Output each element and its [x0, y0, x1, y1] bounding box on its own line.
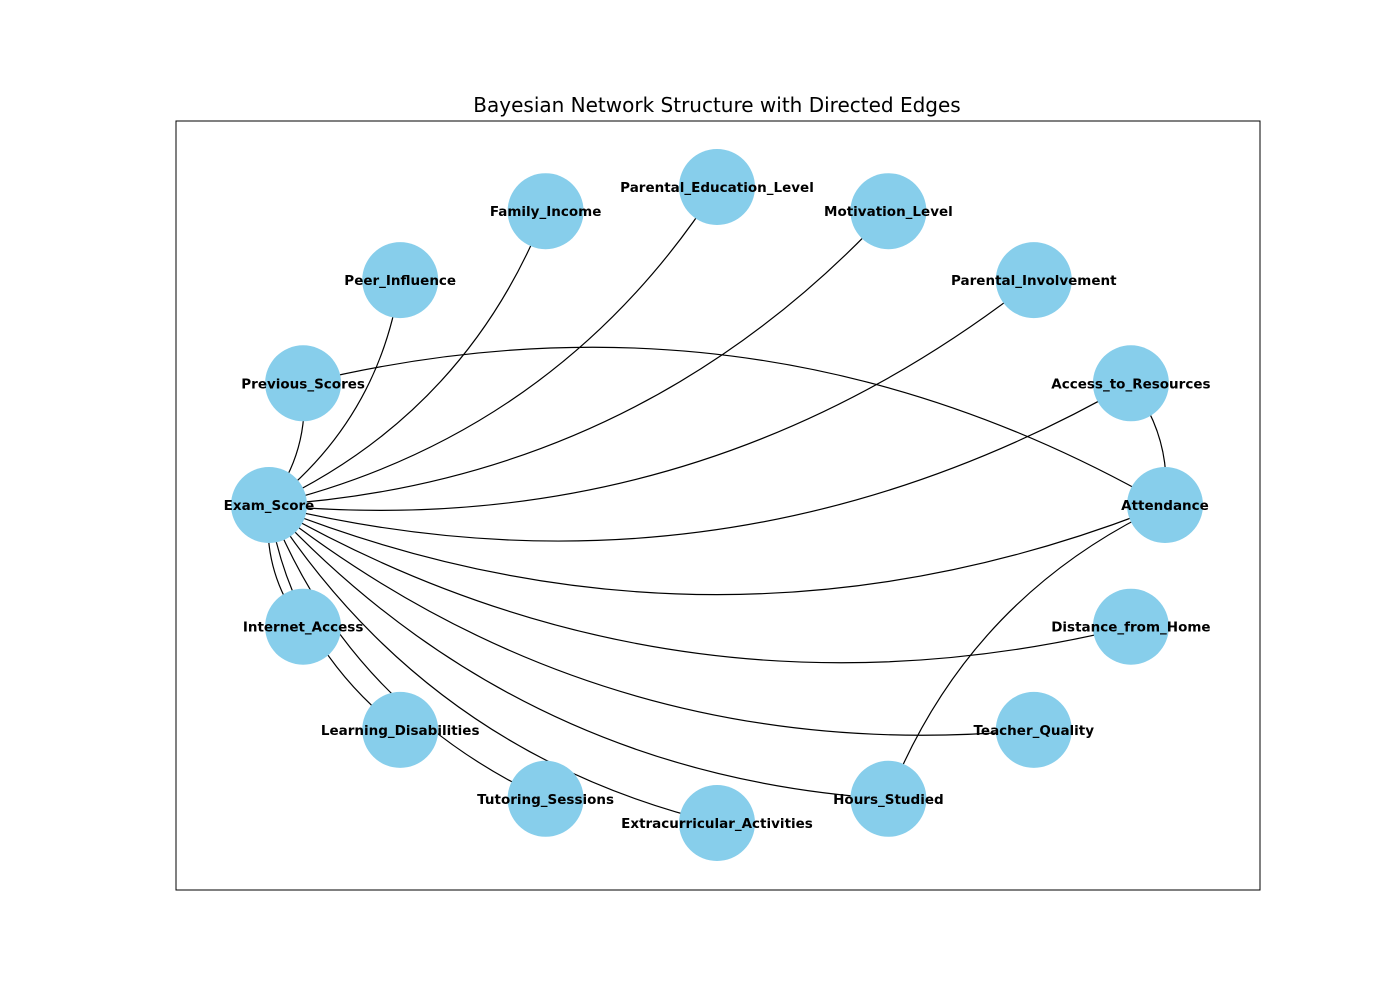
edge-family-income-to-exam-score: [268, 210, 547, 506]
plot-frame: [175, 120, 1261, 891]
node-teacher-quality: [995, 691, 1072, 768]
node-extracurricular-activities: [679, 785, 755, 861]
node-family-income: [507, 173, 584, 250]
figure-title: Bayesian Network Structure with Directed…: [473, 93, 960, 117]
edge-distance-from-home-to-exam-score: [268, 504, 1132, 664]
node-label-distance-from-home: Distance_from_Home: [1051, 620, 1210, 636]
node-label-parental-involvement: Parental_Involvement: [951, 273, 1117, 289]
edge-parental-involvement-to-exam-score: [268, 279, 1035, 511]
node-attendance: [1127, 467, 1203, 543]
edge-teacher-quality-to-exam-score: [268, 504, 1034, 736]
node-label-tutoring-sessions: Tutoring_Sessions: [477, 792, 614, 808]
node-label-extracurricular-activities: Extracurricular_Activities: [621, 816, 813, 832]
labels-layer: Exam_Score Previous_Scores Peer_Influence F…: [224, 180, 1211, 832]
node-label-teacher-quality: Teacher_Quality: [974, 723, 1095, 739]
edge-access-to-resources-to-exam-score: [268, 382, 1132, 542]
node-label-hours-studied: Hours_Studied: [833, 792, 944, 808]
node-label-attendance: Attendance: [1121, 498, 1209, 514]
edge-motivation-level-to-exam-score: [268, 210, 889, 506]
node-label-peer-influence: Peer_Influence: [344, 273, 456, 289]
node-learning-disabilities: [362, 691, 439, 768]
node-label-learning-disabilities: Learning_Disabilities: [321, 723, 480, 739]
node-parental-education-level: [679, 149, 755, 225]
nodes-layer: [231, 149, 1203, 861]
node-label-previous-scores: Previous_Scores: [241, 376, 365, 392]
node-motivation-level: [850, 173, 927, 250]
node-label-family-income: Family_Income: [490, 204, 602, 220]
node-tutoring-sessions: [507, 760, 584, 837]
node-peer-influence: [362, 242, 439, 319]
edge-parental-education-level-to-exam-score: [268, 186, 718, 506]
node-internet-access: [265, 588, 342, 665]
edge-tutoring-sessions-to-exam-score: [268, 504, 546, 800]
node-access-to-resources: [1092, 345, 1169, 422]
node-distance-from-home: [1092, 588, 1169, 665]
node-parental-involvement: [995, 242, 1072, 319]
edge-previous-scores-to-attendance: [302, 346, 1166, 506]
node-label-exam-score: Exam_Score: [224, 498, 315, 514]
node-label-internet-access: Internet_Access: [243, 620, 364, 636]
node-previous-scores: [265, 345, 342, 422]
node-exam-score: [231, 467, 307, 543]
edge-hours-studied-to-exam-score: [268, 504, 889, 800]
node-label-parental-education-level: Parental_Education_Level: [620, 180, 814, 196]
edge-hours-studied-to-attendance: [887, 504, 1166, 800]
node-hours-studied: [850, 760, 927, 837]
node-label-motivation-level: Motivation_Level: [824, 204, 953, 220]
edge-extracurricular-activities-to-exam-score: [268, 504, 718, 824]
node-label-access-to-resources: Access_to_Resources: [1051, 376, 1210, 392]
edge-attendance-to-exam-score: [268, 504, 1166, 596]
